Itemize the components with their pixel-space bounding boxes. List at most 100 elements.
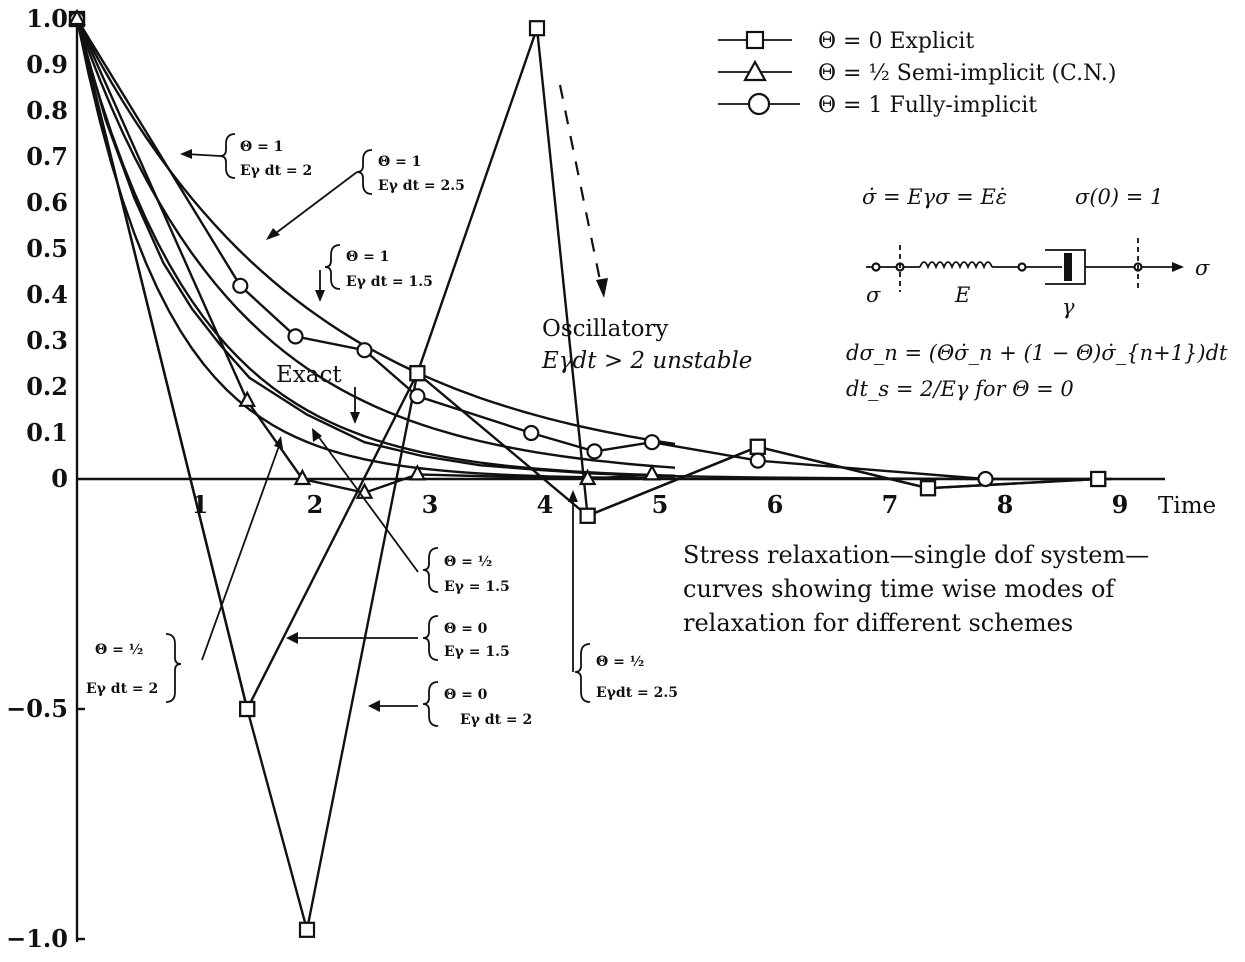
- circle-point: [977, 470, 994, 488]
- note-2-leader: [271, 171, 358, 237]
- y-tick-label: 0.7: [26, 142, 68, 171]
- fan-curve: [75, 18, 676, 469]
- diagram-spring: [919, 261, 993, 270]
- brace-2: [356, 149, 373, 195]
- y-ticks: 1.00.90.80.70.60.50.40.30.20.10−0.5−1.0: [6, 4, 85, 953]
- square-point: [239, 700, 256, 718]
- circle-point: [586, 443, 603, 460]
- triangle-point: [68, 8, 86, 26]
- note-4-edt: Eγ = 1.5: [444, 579, 510, 595]
- note-3-arrowhead: [315, 290, 325, 302]
- note-3-theta: Θ = 1: [346, 249, 389, 265]
- note-8-theta: Θ = ½: [95, 642, 143, 658]
- note-2-theta: Θ = 1: [378, 154, 421, 170]
- legend-fully-label: Θ = 1 Fully-implicit: [818, 93, 1037, 118]
- brace-8: [165, 633, 182, 703]
- y-tick-label: 0.9: [26, 50, 68, 79]
- circle-point: [409, 388, 426, 405]
- triangle-point: [408, 464, 427, 481]
- caption-line-2: curves showing time wise modes of: [683, 575, 1116, 603]
- note-6-theta: Θ = 0: [444, 687, 488, 703]
- caption-line-3: relaxation for different schemes: [683, 609, 1073, 637]
- note-8-arrowhead: [274, 436, 283, 449]
- note-thetahalf-edt2: Θ = ½ Eγ dt = 2: [86, 436, 283, 703]
- note-7-theta: Θ = ½: [596, 654, 644, 670]
- caption: Stress relaxation—single dof system— cur…: [683, 541, 1149, 637]
- legend-fully-implicit: Θ = 1 Fully-implicit: [718, 92, 1037, 118]
- note-thetahalf-edt25: Θ = ½ Eγdt = 2.5: [568, 490, 678, 703]
- series-layer: [75, 18, 1112, 931]
- x-tick-label: 3: [422, 490, 439, 519]
- note-5-arrowhead: [286, 632, 298, 644]
- note-5-edt: Eγ = 1.5: [444, 644, 510, 660]
- equation-increment: dσ_n = (Θσ̇_n + (1 − Θ)σ̇_{n+1})dt: [846, 341, 1228, 365]
- square-point: [1090, 470, 1107, 488]
- fan-curve: [75, 18, 676, 446]
- square-point: [749, 438, 766, 455]
- fan-curve: [75, 18, 675, 480]
- square-point: [579, 507, 596, 524]
- note-8-edt: Eγ dt = 2: [86, 681, 158, 697]
- diagram-dashpot-piston: [1064, 253, 1072, 281]
- x-tick-label: 2: [307, 490, 324, 519]
- brace-6: [422, 681, 439, 727]
- legend-semi-label: Θ = ½ Semi-implicit (C.N.): [818, 61, 1116, 86]
- legend-explicit: Θ = 0 Explicit: [718, 29, 974, 54]
- x-tick-label: 9: [1112, 490, 1129, 519]
- diagram-gamma-label: γ: [1062, 295, 1075, 319]
- y-tick-label: −1.0: [6, 924, 68, 953]
- note-7-arrowhead: [568, 490, 578, 502]
- exact-arrowhead: [350, 412, 360, 424]
- caption-line-1: Stress relaxation—single dof system—: [683, 541, 1149, 569]
- legend-triangle-icon: [743, 59, 767, 82]
- equation-initial: σ(0) = 1: [1075, 185, 1163, 209]
- oscillatory-arrowhead: [596, 278, 608, 298]
- legend-circle-icon: [747, 92, 771, 116]
- y-tick-label: 0.2: [26, 372, 68, 401]
- square-point: [528, 20, 546, 37]
- equation-stable-step: dt_s = 2/Eγ for Θ = 0: [846, 377, 1074, 401]
- series-3-line: [75, 18, 986, 481]
- series-0-line: [75, 18, 1112, 481]
- note-6-arrowhead: [368, 700, 380, 712]
- circle-point: [232, 277, 249, 294]
- circle-point: [287, 328, 304, 345]
- note-theta0-edt2: Θ = 0 Eγ dt = 2: [368, 681, 532, 728]
- note-theta1-edt15: Θ = 1 Eγ dt = 1.5: [315, 244, 433, 302]
- circle-point: [356, 342, 373, 359]
- diagram-node-1: [871, 262, 881, 272]
- brace-4: [422, 547, 439, 593]
- diagram-node-3: [1017, 262, 1027, 272]
- diagram-E-label: E: [954, 283, 970, 307]
- diagram-sigma-right: σ: [1195, 256, 1210, 280]
- note-3-edt: Eγ dt = 1.5: [346, 274, 433, 290]
- fan-curve: [75, 18, 676, 477]
- note-7-edt: Eγdt = 2.5: [596, 685, 678, 701]
- note-1-theta: Θ = 1: [240, 139, 283, 155]
- x-tick-label: 6: [767, 490, 784, 519]
- oscillatory-dashed-line: [558, 84, 604, 291]
- triangle-point: [643, 464, 661, 481]
- oscillatory-label: Oscillatory: [542, 316, 668, 342]
- axes: 1.00.90.80.70.60.50.40.30.20.10−0.5−1.0 …: [6, 4, 1216, 953]
- y-tick-label: 0.6: [26, 188, 68, 217]
- y-tick-label: 0.5: [26, 234, 68, 263]
- circle-point: [523, 424, 540, 442]
- square-point: [298, 921, 316, 938]
- annotations: Exact Oscillatory Eγdt > 2 unstable Θ = …: [86, 133, 752, 728]
- note-8-leader: [201, 445, 280, 661]
- y-tick-label: 0.1: [26, 418, 68, 447]
- note-1-arrowhead: [180, 149, 192, 159]
- note-4-theta: Θ = ½: [444, 554, 492, 570]
- note-thetahalf-e15: Θ = ½ Eγ = 1.5: [312, 428, 510, 595]
- y-tick-label: 0.3: [26, 326, 68, 355]
- triangle-point: [238, 390, 257, 407]
- oscillatory-condition: Eγdt > 2 unstable: [541, 348, 752, 374]
- exact-label: Exact: [276, 362, 342, 388]
- brace-1: [219, 133, 236, 179]
- note-5-theta: Θ = 0: [444, 621, 488, 637]
- x-tick-label: 4: [537, 490, 554, 519]
- note-2-arrowhead: [266, 228, 280, 240]
- x-tick-label: 8: [997, 490, 1014, 519]
